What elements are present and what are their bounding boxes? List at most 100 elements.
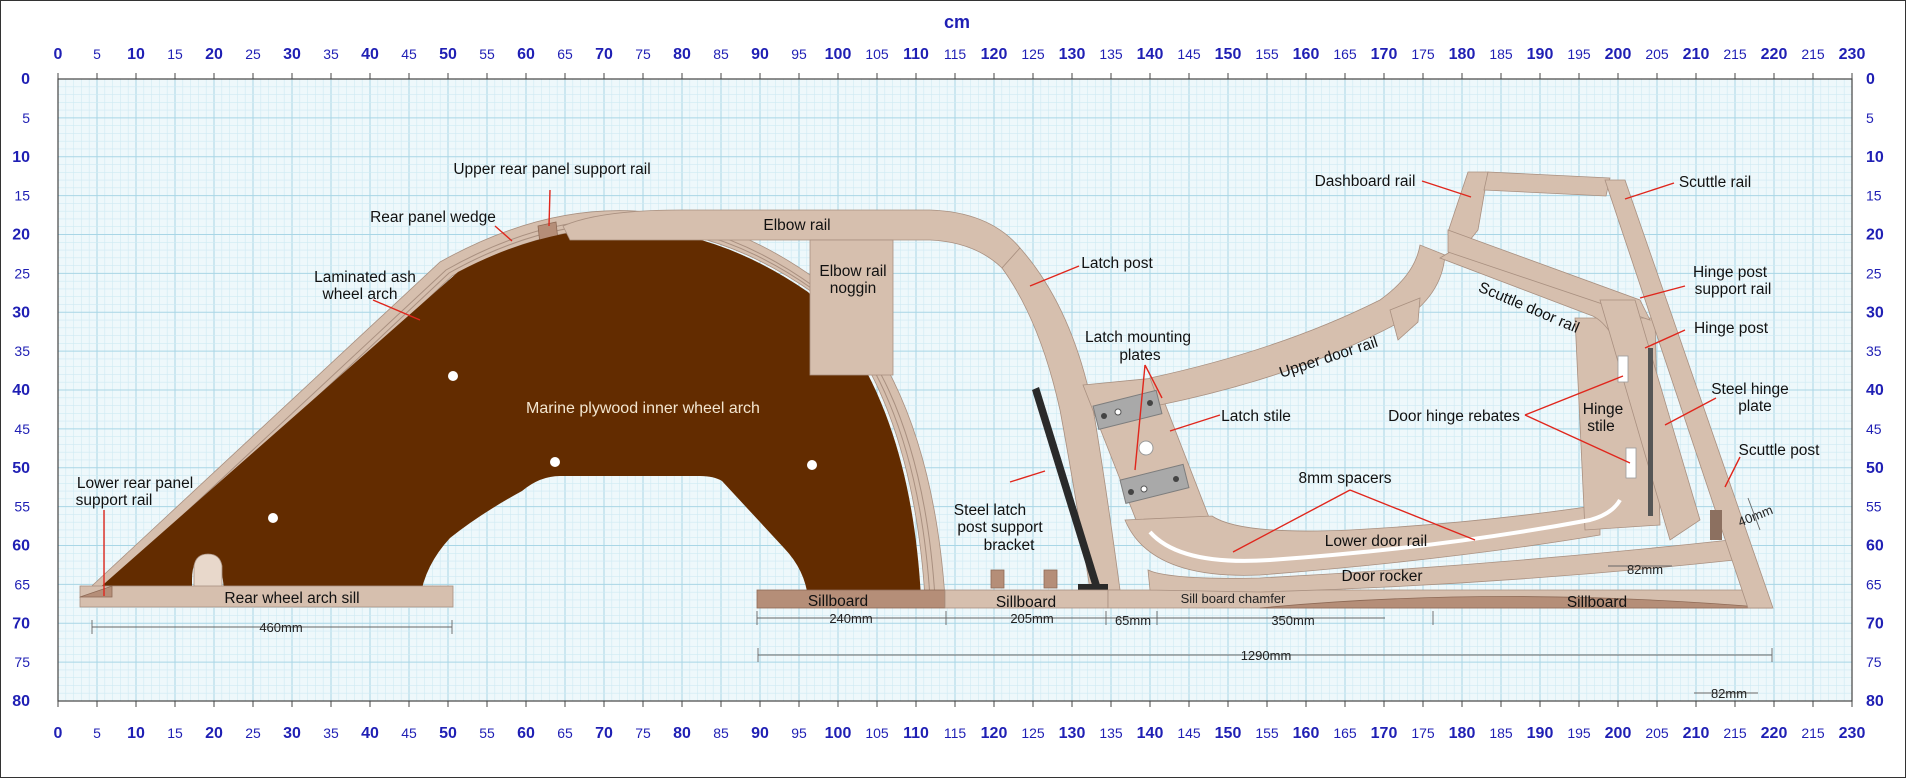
x-bottom-tick: 200 xyxy=(1605,725,1632,742)
x-bottom-tick: 55 xyxy=(479,725,495,741)
x-top-tick: 5 xyxy=(93,46,101,62)
label-sillboard-left: Sillboard xyxy=(808,593,868,610)
dim-350: 350mm xyxy=(1271,613,1314,628)
spacer-block xyxy=(990,569,1005,589)
x-bottom-tick: 210 xyxy=(1683,725,1710,742)
x-top-tick: 185 xyxy=(1489,46,1513,62)
y-left-tick: 5 xyxy=(22,110,30,126)
x-top-tick: 0 xyxy=(54,46,63,63)
x-bottom-tick: 60 xyxy=(517,725,535,742)
x-top-tick: 140 xyxy=(1137,46,1164,63)
x-top-tick: 205 xyxy=(1645,46,1669,62)
label-scuttle-post: Scuttle post xyxy=(1739,442,1821,459)
x-bottom-tick: 130 xyxy=(1059,725,1086,742)
x-bottom-tick: 195 xyxy=(1567,725,1591,741)
x-bottom-tick: 145 xyxy=(1177,725,1201,741)
x-top-tick: 60 xyxy=(517,46,535,63)
y-left-tick: 50 xyxy=(12,460,30,477)
x-bottom-tick: 45 xyxy=(401,725,417,741)
dim-460: 460mm xyxy=(259,620,302,635)
y-right-tick: 45 xyxy=(1866,421,1882,437)
x-bottom-tick: 90 xyxy=(751,725,769,742)
label-steel-latch-1: Steel latch xyxy=(954,502,1026,519)
y-left-tick: 75 xyxy=(14,654,30,670)
x-top-tick: 105 xyxy=(865,46,889,62)
unit-label: cm xyxy=(944,12,970,32)
x-top-tick: 120 xyxy=(981,46,1008,63)
label-latch-mounting-2: plates xyxy=(1119,347,1161,364)
y-right-tick: 5 xyxy=(1866,110,1874,126)
label-hinge-post-support-2: support rail xyxy=(1695,281,1772,298)
plywood-hole xyxy=(448,371,458,381)
y-left-tick: 65 xyxy=(14,576,30,592)
x-top-tick: 220 xyxy=(1761,46,1788,63)
x-bottom-tick: 135 xyxy=(1099,725,1123,741)
x-bottom-tick: 75 xyxy=(635,725,651,741)
latch-hole xyxy=(1138,440,1154,456)
label-steel-hinge-2: plate xyxy=(1738,398,1772,415)
y-right-tick: 20 xyxy=(1866,227,1884,244)
x-bottom-tick: 175 xyxy=(1411,725,1435,741)
x-bottom-tick: 215 xyxy=(1801,725,1825,741)
latch-mounting-plate-lower xyxy=(1119,463,1190,504)
label-elbow-rail-noggin-1: Elbow rail xyxy=(819,263,886,280)
dim-82-a: 82mm xyxy=(1627,562,1663,577)
dim-1290: 1290mm xyxy=(1241,648,1292,663)
x-bottom-tick: 110 xyxy=(903,725,929,742)
x-bottom-tick: 15 xyxy=(167,725,183,741)
x-bottom-tick: 190 xyxy=(1527,725,1554,742)
hinge-post-support-rail xyxy=(1447,229,1651,321)
y-left-tick: 70 xyxy=(12,615,30,632)
x-top-tick: 170 xyxy=(1371,46,1398,63)
latch-mounting-plate-upper xyxy=(1092,389,1163,430)
dim-205: 205mm xyxy=(1010,611,1053,626)
label-steel-latch-2: post support xyxy=(957,519,1043,536)
y-left-tick: 20 xyxy=(12,227,30,244)
y-right-tick: 60 xyxy=(1866,538,1884,555)
label-lower-rear-panel-1: Lower rear panel xyxy=(77,475,193,492)
label-upper-rear-panel-support-rail: Upper rear panel support rail xyxy=(453,161,650,178)
x-bottom-tick: 85 xyxy=(713,725,729,741)
x-top-tick: 15 xyxy=(167,46,183,62)
dim-82-b: 82mm xyxy=(1711,686,1747,701)
x-bottom-tick: 35 xyxy=(323,725,339,741)
scuttle-post xyxy=(1604,179,1774,609)
door-hinge-rebate xyxy=(1625,447,1637,479)
x-bottom-tick: 155 xyxy=(1255,725,1279,741)
x-top-tick: 30 xyxy=(283,46,301,63)
x-bottom-tick: 230 xyxy=(1839,725,1866,742)
label-lower-door-rail: Lower door rail xyxy=(1325,533,1428,550)
x-bottom-tick: 20 xyxy=(205,725,223,742)
x-top-tick: 215 xyxy=(1723,46,1747,62)
x-bottom-tick: 150 xyxy=(1215,725,1242,742)
plywood-hole xyxy=(268,513,278,523)
door-rocker xyxy=(1147,539,1736,593)
y-right-tick: 40 xyxy=(1866,382,1884,399)
marine-plywood-inner-wheel-arch xyxy=(88,228,921,598)
y-left-tick: 40 xyxy=(12,382,30,399)
label-hinge-post: Hinge post xyxy=(1694,320,1769,337)
x-top-tick: 75 xyxy=(635,46,651,62)
rear-wheel-arch-sill xyxy=(79,585,454,608)
x-bottom-tick: 70 xyxy=(595,725,613,742)
x-top-tick: 50 xyxy=(439,46,457,63)
spacer-gap xyxy=(1148,498,1622,563)
y-right-tick: 30 xyxy=(1866,304,1884,321)
x-top-tick: 150 xyxy=(1215,46,1242,63)
y-right-tick: 75 xyxy=(1866,654,1882,670)
label-lower-rear-panel-2: support rail xyxy=(76,492,153,509)
x-top-tick: 85 xyxy=(713,46,729,62)
y-right-tick: 65 xyxy=(1866,576,1882,592)
y-right-tick: 15 xyxy=(1866,188,1882,204)
y-left-tick: 25 xyxy=(14,265,30,281)
y-left-tick: 0 xyxy=(21,71,30,88)
lower-door-rail xyxy=(1124,504,1601,576)
x-top-tick: 70 xyxy=(595,46,613,63)
x-top-tick: 230 xyxy=(1839,46,1866,63)
plywood-hole xyxy=(550,457,560,467)
plywood-hole xyxy=(807,460,817,470)
y-right-tick: 70 xyxy=(1866,615,1884,632)
